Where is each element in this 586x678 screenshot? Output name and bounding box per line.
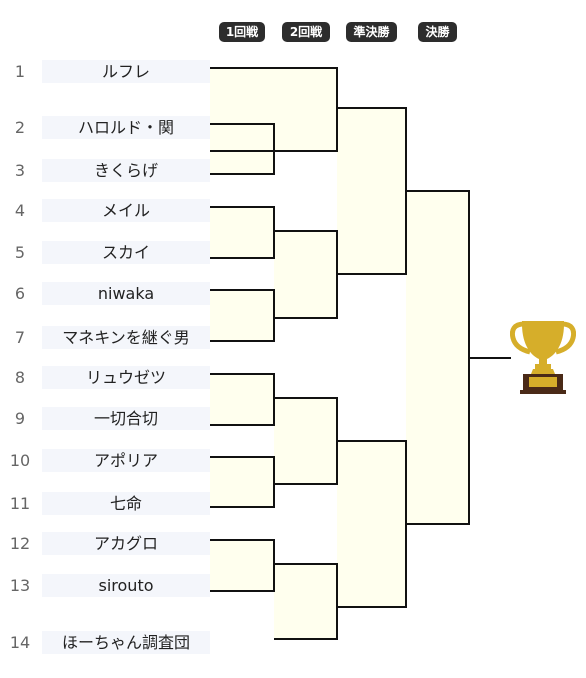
match-area [406,191,469,524]
seed-number: 7 [14,328,26,347]
seed-number: 6 [14,284,26,303]
seed-number: 14 [9,633,31,652]
seed-number: 11 [9,494,31,513]
entrant-name: 一切合切 [42,407,210,430]
entrant-name: リュウゼツ [42,366,210,389]
match-area [210,540,274,591]
seed-number: 8 [14,368,26,387]
match-area [337,108,406,274]
round-label-1: 1回戦 [219,22,265,42]
match-connector [210,67,338,152]
entrant-name: sirouto [42,574,210,597]
entrant-name: 七命 [42,492,210,515]
entrant-name: ほーちゃん調査団 [42,631,210,654]
entrant-name: きくらげ [42,159,210,182]
seed-number: 5 [14,243,26,262]
match-area [210,290,274,341]
entrant-name: niwaka [42,282,210,305]
match-connector [210,539,275,592]
seed-number: 4 [14,201,26,220]
match-connector [210,456,275,508]
match-area [210,207,274,258]
seed-number: 3 [14,161,26,180]
seed-number: 2 [14,118,26,137]
entrant-name: スカイ [42,241,210,264]
round-label-final: 決勝 [418,22,457,42]
entrant-name: ハロルド・関 [42,116,210,139]
entrant-name: メイル [42,199,210,222]
entrant-name: マネキンを継ぐ男 [42,326,210,349]
entrant-name: アカグロ [42,532,210,555]
trophy-icon [510,321,576,394]
match-area [337,441,406,607]
seed-number: 12 [9,534,31,553]
seed-number: 13 [9,576,31,595]
match-area [274,231,337,318]
match-connector [210,123,275,175]
match-connector [210,289,275,342]
match-area [274,398,337,484]
seed-number: 10 [9,451,31,470]
match-area [210,374,274,425]
entrant-name: ルフレ [42,60,210,83]
seed-number: 1 [14,62,26,81]
seed-number: 9 [14,409,26,428]
entrant-name: アポリア [42,449,210,472]
match-connector [274,563,338,640]
match-area [210,457,274,507]
round-label-semifinal: 準決勝 [346,22,397,42]
match-connector [210,206,275,259]
match-area [274,564,337,639]
match-connector [210,373,275,426]
round-label-2: 2回戦 [282,22,330,42]
